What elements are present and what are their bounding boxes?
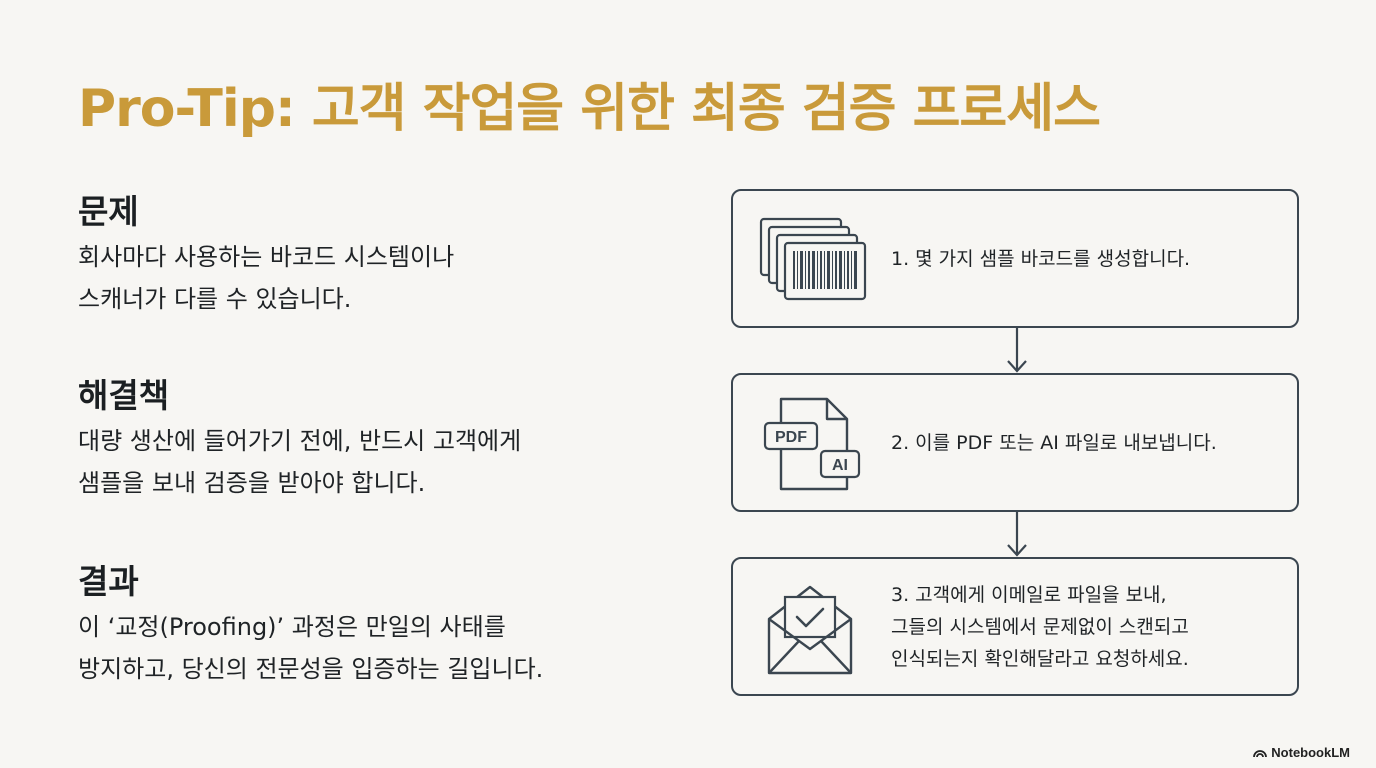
step-text: 2. 이를 PDF 또는 AI 파일로 내보냅니다. [891,432,1217,454]
envelope-check-icon [755,579,865,683]
step-card-2: PDF AI 2. 이를 PDF 또는 AI 파일로 내보냅니다. [731,373,1299,512]
section-heading: 문제 [78,192,139,231]
section-heading: 해결책 [78,376,170,415]
section-body: 이 ‘교정(Proofing)’ 과정은 만일의 사태를 방지하고, 당신의 전… [78,613,544,683]
brand-label: NotebookLM [1271,745,1350,760]
arrow-down-icon [1007,511,1027,557]
section-result: 결과 이 ‘교정(Proofing)’ 과정은 만일의 사태를 방지하고, 당신… [78,560,543,690]
section-solution: 해결책 대량 생산에 들어가기 전에, 반드시 고객에게 샘플을 보내 검증을 … [78,374,521,504]
step-card-1: 1. 몇 가지 샘플 바코드를 생성합니다. [731,189,1299,328]
barcode-stack-icon [755,215,875,311]
step-text: 1. 몇 가지 샘플 바코드를 생성합니다. [891,248,1191,270]
section-heading: 결과 [78,562,139,601]
pdf-badge-label: PDF [775,429,807,446]
step-card-3: 3. 고객에게 이메일로 파일을 보내, 그들의 시스템에서 문제없이 스캔되고… [731,557,1299,696]
brand-mark: NotebookLM [1253,745,1350,760]
page-title: Pro-Tip: 고객 작업을 위한 최종 검증 프로세스 [78,79,1101,139]
section-body: 대량 생산에 들어가기 전에, 반드시 고객에게 샘플을 보내 검증을 받아야 … [78,427,522,497]
section-problem: 문제 회사마다 사용하는 바코드 시스템이나 스캐너가 다를 수 있습니다. [78,190,454,320]
ai-badge-label: AI [832,457,848,474]
pdf-ai-file-icon: PDF AI [755,393,875,497]
step-text: 3. 고객에게 이메일로 파일을 보내, 그들의 시스템에서 문제없이 스캔되고… [891,584,1189,670]
arrow-down-icon [1007,327,1027,373]
notebooklm-logo-icon [1253,750,1268,758]
section-body: 회사마다 사용하는 바코드 시스템이나 스캐너가 다를 수 있습니다. [78,243,455,313]
